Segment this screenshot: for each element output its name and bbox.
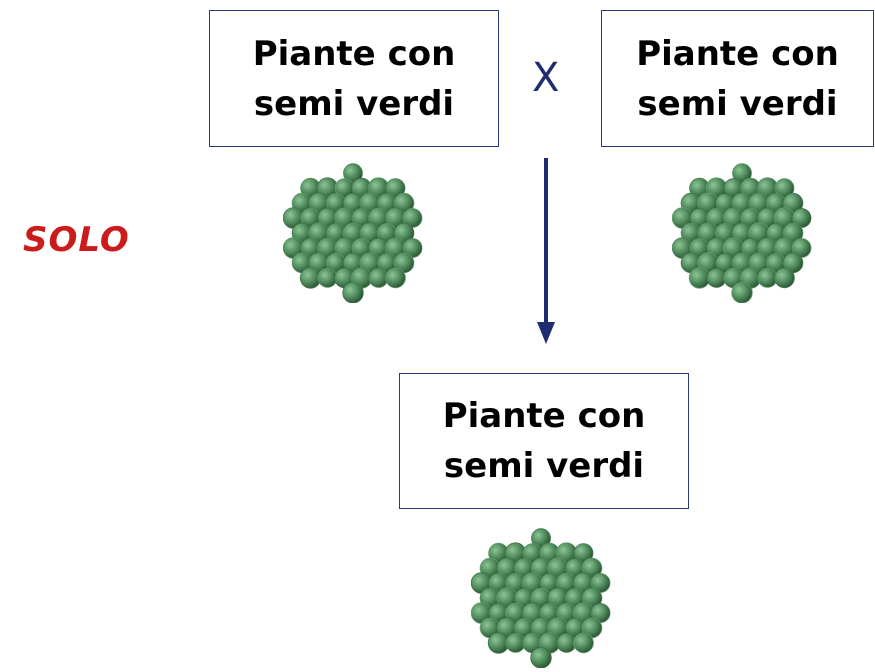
pea xyxy=(385,267,406,289)
pea xyxy=(757,268,778,288)
parent-right-line2: semi verdi xyxy=(637,83,838,124)
parent-left-line2: semi verdi xyxy=(253,83,455,124)
down-arrow-icon xyxy=(537,158,555,344)
parent-box-left: Piante con semi verdi xyxy=(209,10,499,147)
pea xyxy=(706,268,727,288)
green-pea-cluster-icon xyxy=(283,163,423,303)
pea xyxy=(505,633,526,653)
offspring-box: Piante con semi verdi xyxy=(399,373,689,509)
pea xyxy=(342,282,364,303)
offspring-line2: semi verdi xyxy=(443,446,645,486)
pea xyxy=(530,647,552,668)
green-pea-cluster-icon xyxy=(672,163,812,303)
offspring-line1: Piante con xyxy=(442,396,646,436)
pea xyxy=(368,268,389,288)
pea xyxy=(774,267,795,289)
cross-symbol: X xyxy=(532,55,560,101)
parent-right-line1: Piante con xyxy=(636,33,839,74)
parent-left-line1: Piante con xyxy=(252,33,456,74)
pea xyxy=(573,632,594,654)
solo-label: SOLO xyxy=(23,220,130,260)
pea xyxy=(731,282,753,303)
green-pea-cluster-icon xyxy=(471,528,611,668)
pea xyxy=(317,268,338,288)
parent-box-right: Piante con semi verdi xyxy=(601,10,874,147)
pea xyxy=(556,633,577,653)
